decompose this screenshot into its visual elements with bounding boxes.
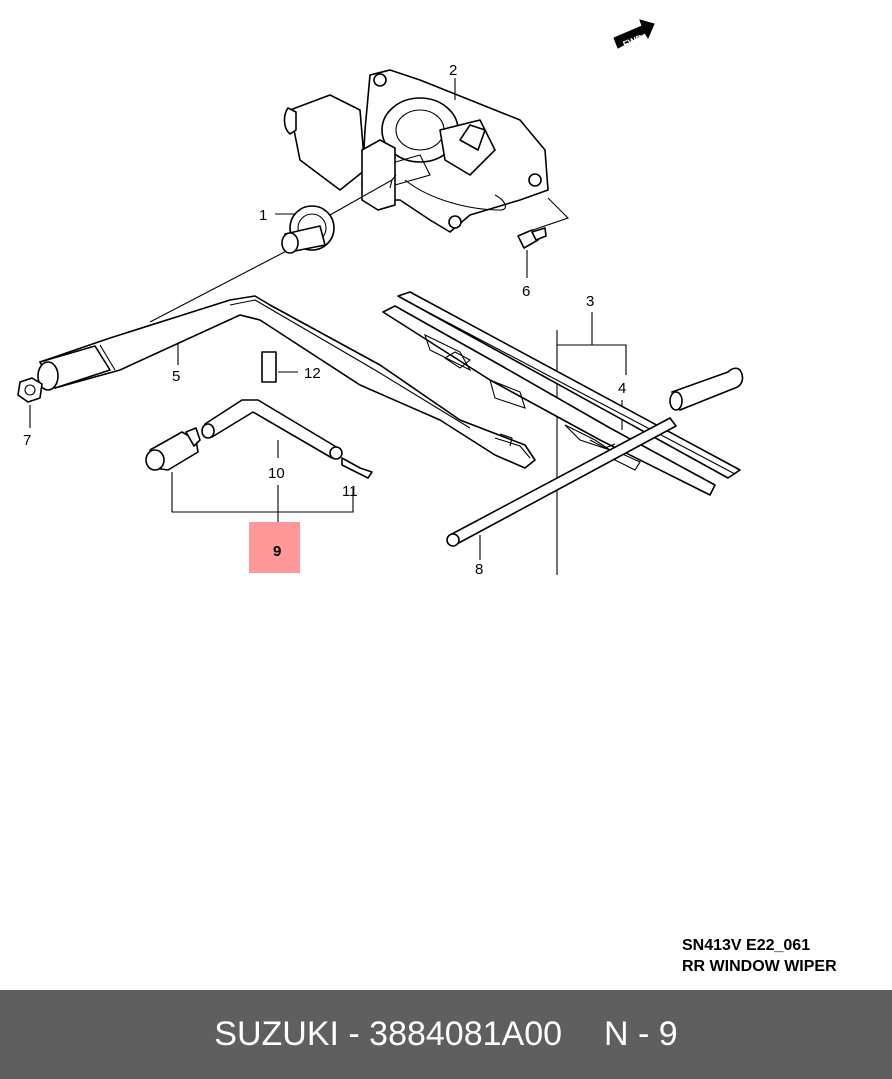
- parts-diagram: FWD: [17, 19, 744, 578]
- nut: [17, 377, 43, 403]
- footer-bar: SUZUKI - 3884081A00 N - 9: [0, 990, 892, 1079]
- diagram-title: RR WINDOW WIPER: [682, 958, 837, 975]
- callout-9[interactable]: 9: [273, 543, 281, 560]
- callout-1[interactable]: 1: [259, 207, 267, 224]
- wiper-motor: [283, 69, 549, 233]
- footer-brand-part: SUZUKI - 3884081A00: [214, 1015, 563, 1053]
- fwd-arrow-icon: FWD: [613, 19, 655, 49]
- callout-6[interactable]: 6: [522, 283, 530, 300]
- washer-hose-assembly: [446, 367, 744, 547]
- leader-lines: [29, 78, 627, 575]
- wiper-arm: [37, 295, 536, 469]
- callout-4[interactable]: 4: [618, 380, 626, 397]
- callout-7[interactable]: 7: [23, 432, 31, 449]
- callout-8[interactable]: 8: [475, 561, 483, 578]
- label-sticker: [261, 351, 277, 383]
- callout-2[interactable]: 2: [449, 62, 457, 79]
- diagram-code: SN413V E22_061: [682, 937, 811, 954]
- hose-joint: [145, 399, 373, 479]
- diagram-caption: SN413V E22_061 RR WINDOW WIPER: [682, 935, 870, 977]
- footer-position: N - 9: [604, 1015, 678, 1053]
- callout-12[interactable]: 12: [304, 365, 321, 382]
- bolt: [517, 227, 547, 249]
- callout-3[interactable]: 3: [586, 293, 594, 310]
- highlight-box: [249, 522, 300, 573]
- pivot-grommet: [281, 205, 335, 254]
- callout-11[interactable]: 11: [342, 483, 358, 500]
- callout-10[interactable]: 10: [268, 465, 285, 482]
- callout-5[interactable]: 5: [172, 368, 180, 385]
